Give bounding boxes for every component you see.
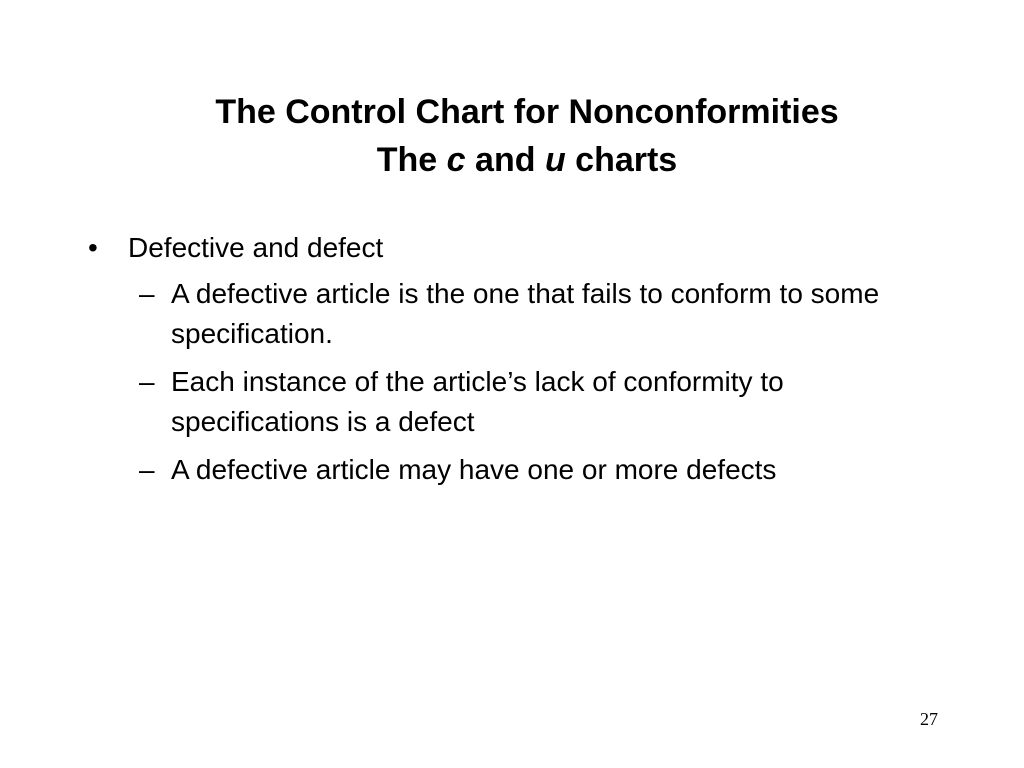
sub-bullet-item: – A defective article may have one or mo… [139,450,956,490]
title-line-2-suffix: charts [565,141,678,179]
page-number: 27 [920,709,938,729]
bullet-marker: • [88,232,98,263]
sub-bullet-text: A defective article may have one or more… [171,454,777,485]
sub-bullet-text: A defective article is the one that fail… [171,278,880,349]
sub-bullet-text: Each instance of the article’s lack of c… [171,366,784,437]
title-c-symbol: c [446,141,466,179]
sub-bullet-marker: – [139,366,155,397]
sub-bullet-list: – A defective article is the one that fa… [86,274,956,490]
sub-bullet-marker: – [139,454,155,485]
bullet-item: • Defective and defect [86,228,956,268]
bullet-text: Defective and defect [128,232,384,263]
slide-title: The Control Chart for Nonconformities Th… [100,88,954,184]
title-line-1: The Control Chart for Nonconformities [215,93,839,131]
title-u-symbol: u [544,141,566,179]
sub-bullet-marker: – [139,278,155,309]
sub-bullet-item: – A defective article is the one that fa… [139,274,956,354]
title-line-2-middle: and [465,141,545,179]
title-line-2-prefix: The [376,141,447,179]
sub-bullet-item: – Each instance of the article’s lack of… [139,362,956,442]
title-line-2: The c and u charts [100,136,954,184]
slide-content: • Defective and defect – A defective art… [86,228,956,498]
